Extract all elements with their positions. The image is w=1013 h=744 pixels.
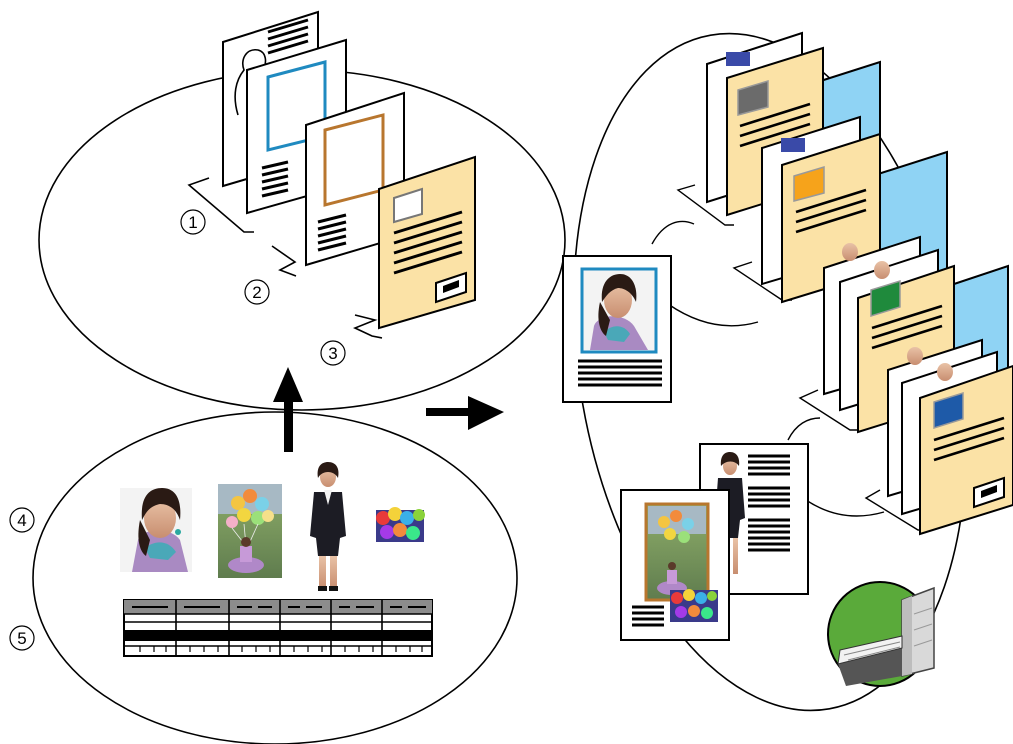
photo-girl-balloons xyxy=(218,484,282,578)
connector-curves xyxy=(651,220,885,517)
layer-brackets xyxy=(187,177,383,339)
svg-text:5: 5 xyxy=(17,629,26,648)
arrow-up-icon xyxy=(273,367,303,452)
output-doc-woman xyxy=(562,255,672,403)
callout-5: 5 xyxy=(9,625,35,651)
printer-badge-icon xyxy=(827,581,935,687)
assets-ellipse xyxy=(32,411,518,744)
callout-2: 2 xyxy=(244,279,270,305)
output-doc-balloons xyxy=(620,489,730,641)
callout-4: 4 xyxy=(9,507,35,533)
arrow-right-icon xyxy=(426,396,504,430)
callout-3: 3 xyxy=(320,340,346,366)
photo-woman-scarf xyxy=(120,488,192,572)
svg-text:2: 2 xyxy=(252,283,261,302)
output-set-4 xyxy=(864,338,1013,536)
svg-text:1: 1 xyxy=(188,213,197,232)
callout-1: 1 xyxy=(180,209,206,235)
svg-text:3: 3 xyxy=(328,344,337,363)
photo-balloons-cluster xyxy=(376,507,425,542)
data-table xyxy=(123,599,433,657)
photo-business-woman xyxy=(310,462,346,591)
template-page-4 xyxy=(378,155,476,330)
svg-text:4: 4 xyxy=(17,511,26,530)
